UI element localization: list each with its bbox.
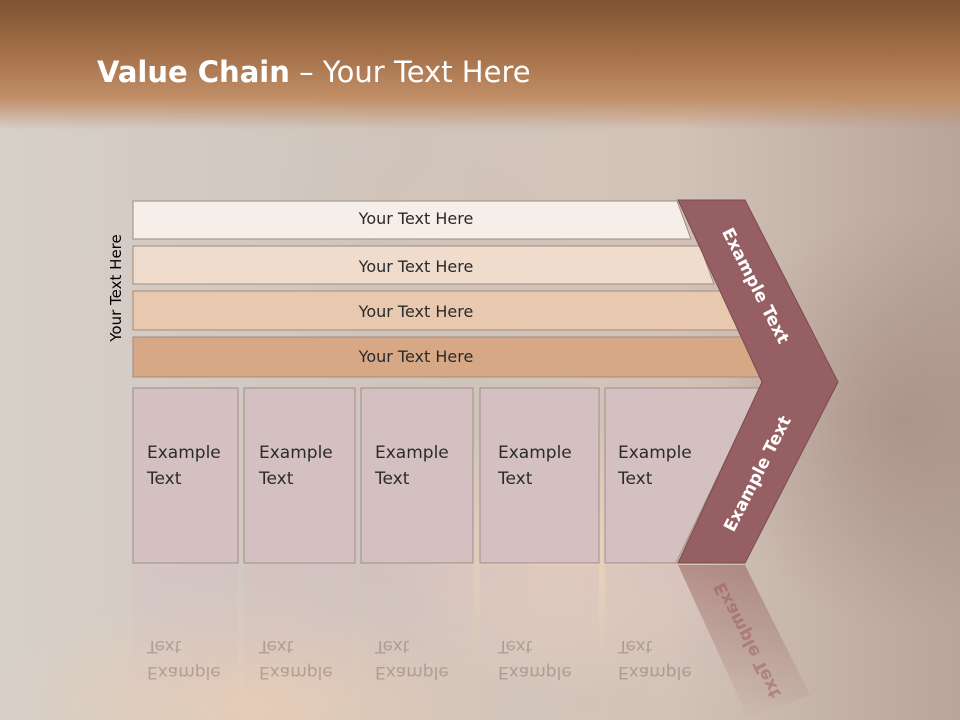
box-1-shape [132, 387, 239, 564]
box-3-label-reflection: Example Text [375, 636, 449, 682]
chevron-shape [677, 199, 839, 564]
box-1-label-reflection: Example Text [147, 636, 221, 682]
box-1-reflection [133, 565, 238, 715]
box-2-label: Example Text [259, 443, 333, 489]
box-4-label: Example Text [498, 443, 572, 489]
box-5-label: Example Text [618, 443, 692, 489]
box-4-reflection [480, 565, 599, 715]
bar-3-label: Your Text Here [358, 302, 474, 321]
bar-2-label: Your Text Here [358, 257, 474, 276]
box-1-label: Example Text [147, 443, 221, 489]
chevron-reflection [678, 565, 810, 720]
box-4-label-reflection: Example Text [498, 636, 572, 682]
box-2-reflection [244, 565, 355, 715]
bar-1-shape [132, 200, 692, 240]
box-5-reflection [605, 565, 740, 700]
box-3-label: Example Text [375, 443, 449, 489]
bar-4-label: Your Text Here [358, 347, 474, 366]
bar-1-label: Your Text Here [358, 209, 474, 228]
box-4-shape [479, 387, 600, 564]
title-banner [0, 0, 960, 130]
box-5-label-reflection: Example Text [618, 636, 692, 682]
box-3-shape [360, 387, 474, 564]
slide-title-bold: Value Chain [97, 55, 290, 89]
box-5-shape [604, 387, 761, 564]
box-3-reflection [361, 565, 473, 715]
box-2-label-reflection: Example Text [259, 636, 333, 682]
slide-title-rest: – Your Text Here [289, 55, 531, 89]
bar-2-shape [132, 245, 715, 285]
box-2-shape [243, 387, 356, 564]
slide-title: Value Chain – Your Text Here [97, 55, 531, 89]
